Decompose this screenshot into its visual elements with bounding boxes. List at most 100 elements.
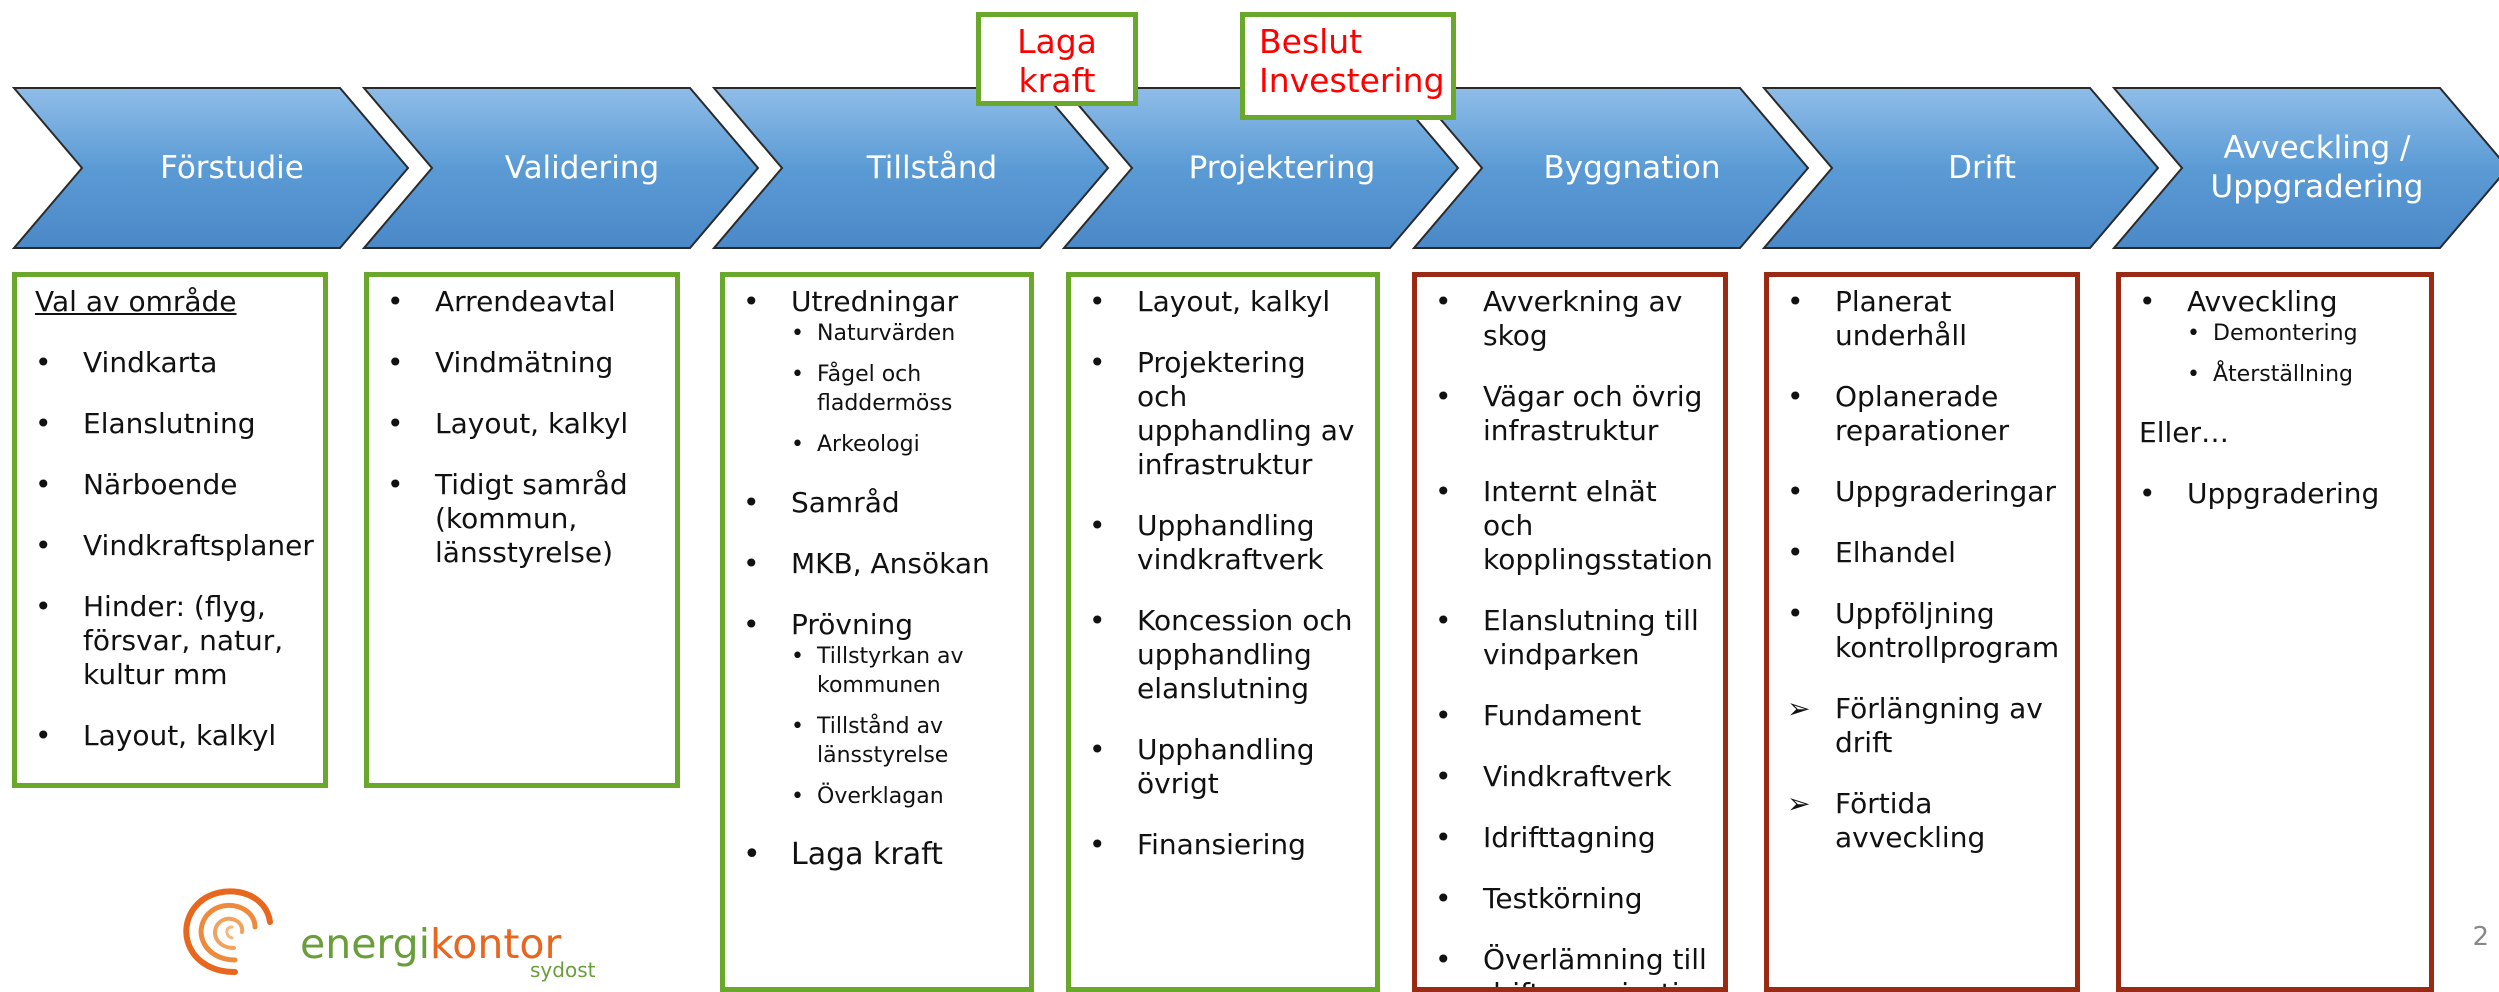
list-item: • Planerat underhåll: [1787, 285, 2061, 353]
list-item: • Oplanerade reparationer: [1787, 380, 2061, 448]
sub-list: Tillstyrkan av kommunen Tillstånd av län…: [791, 642, 1015, 811]
item-text: Avveckling: [2187, 285, 2338, 318]
chevron-validering: [361, 87, 760, 249]
sub-item: Arkeologi: [791, 430, 1015, 459]
list-item: •Projektering och upphandling av infrast…: [1089, 346, 1361, 482]
bullet-icon: •: [387, 285, 404, 318]
bullet-icon: •: [1435, 943, 1452, 976]
item-text: Layout, kalkyl: [435, 407, 629, 440]
energikontor-swirl-logo: [183, 888, 273, 975]
bullet-list: •Avverkning av skog •Vägar och övrig inf…: [1435, 285, 1714, 987]
list-item: •Layout, kalkyl: [387, 407, 661, 441]
bullet-icon: •: [1089, 604, 1106, 637]
list-item: •Elhandel: [1787, 536, 2061, 570]
chevron-drift: [1761, 87, 2160, 249]
bullet-icon: •: [1435, 699, 1452, 732]
bullet-icon: •: [1787, 380, 1804, 413]
list-item: • Vindkraftsplaner: [35, 529, 314, 563]
bullet-icon: •: [2139, 477, 2156, 510]
item-text: Närboende: [83, 468, 238, 501]
box-validering: • Arrendeavtal •Vindmätning •Layout, kalk…: [364, 272, 680, 788]
item-text: Utredningar: [791, 285, 959, 318]
item-text: Oplanerade reparationer: [1835, 380, 2010, 447]
box-tillstand: •Utredningar Naturvärden Fågel och fladd…: [720, 272, 1034, 992]
item-text: Vindkarta: [83, 346, 218, 379]
bullet-icon: •: [2139, 285, 2156, 318]
bullet-list: • Arrendeavtal •Vindmätning •Layout, kalk…: [387, 285, 661, 570]
bullet-icon: •: [743, 547, 760, 580]
item-text: Förlängning av drift: [1835, 692, 2043, 759]
sub-item: Överklagan: [791, 782, 1015, 811]
bullet-icon: •: [743, 285, 760, 318]
item-text: Fundament: [1483, 699, 1642, 732]
item-text: Testkörning: [1483, 882, 1643, 915]
milestone-line: Beslut: [1259, 22, 1363, 61]
list-item: • Idrifttagning: [1435, 821, 1709, 855]
bullet-icon: •: [35, 529, 52, 562]
chevron-byggnation: [1411, 87, 1810, 249]
bullet-icon: •: [1787, 285, 1804, 318]
stage-label-drift: Drift: [1948, 149, 2016, 186]
bullet-icon: •: [35, 468, 52, 501]
list-item: • Avveckling Demontering Återställning: [2139, 285, 2415, 389]
bullet-icon: •: [1089, 828, 1106, 861]
list-item: •Uppgraderingar: [1787, 475, 2061, 509]
sub-item: Demontering: [2187, 319, 2415, 348]
bullet-icon: •: [1089, 733, 1106, 766]
bullet-list: • Vindkarta •Elanslutning • Närboende • Vin…: [35, 346, 314, 753]
bullet-icon: •: [1089, 509, 1106, 542]
item-text: Koncession och upphandling elanslutning: [1137, 604, 1353, 705]
list-item: •Uppföljning kontrollprogram: [1787, 597, 2061, 665]
item-text: Internt elnät och kopplingsstation: [1483, 475, 1713, 576]
stage-label-validering: Validering: [504, 149, 660, 186]
bullet-icon: •: [743, 486, 760, 519]
stage-label-avveckling: Avveckling / Uppgradering: [2210, 130, 2424, 205]
item-text: Uppföljning kontrollprogram: [1835, 597, 2060, 664]
bullet-icon: •: [743, 608, 760, 641]
item-text: Förtida avveckling: [1835, 787, 1986, 854]
list-item: • Upphandling vindkraftverk: [1089, 509, 1361, 577]
list-item: •Upphandling övrigt: [1089, 733, 1361, 801]
list-item: •Vindmätning: [387, 346, 661, 380]
process-chevrons: [11, 87, 2499, 249]
bullet-icon: •: [1435, 285, 1452, 318]
list-item: •Elanslutning till vindparken: [1435, 604, 1709, 672]
item-text: Idrifttagning: [1483, 821, 1656, 854]
list-item: •Laga kraft: [743, 838, 1015, 872]
or-text: Eller…: [2139, 416, 2229, 449]
arrow-bullet-icon: ➢: [1787, 787, 1811, 820]
list-item: • Koncession och upphandling elanslutning: [1089, 604, 1361, 706]
item-text: Samråd: [791, 486, 900, 519]
item-text: Hinder: (flyg, försvar, natur, kultur mm: [83, 590, 284, 691]
box-byggnation: •Avverkning av skog •Vägar och övrig inf…: [1412, 272, 1728, 992]
list-item: •Elanslutning: [35, 407, 309, 441]
milestone-line: Investering: [1259, 60, 1445, 100]
item-text: Elanslutning till vindparken: [1483, 604, 1699, 671]
item-text: Upphandling vindkraftverk: [1137, 509, 1324, 576]
item-text: Laga kraft: [791, 837, 943, 872]
item-text: Prövning: [791, 608, 914, 641]
list-item: •Vägar och övrig infrastruktur: [1435, 380, 1709, 448]
list-item: •Avverkning av skog: [1435, 285, 1709, 353]
list-item: • Uppgradering: [2139, 477, 2415, 511]
box-heading: Val av område: [35, 285, 237, 318]
bullet-icon: •: [35, 719, 52, 752]
item-text: Vindkraftsplaner: [83, 529, 314, 562]
bullet-icon: •: [1435, 821, 1452, 854]
item-text: Uppgraderingar: [1835, 475, 2056, 508]
logo-wordmark: energikontor: [300, 920, 561, 968]
box-forstudie: Val av område • Vindkarta •Elanslutning •…: [12, 272, 328, 788]
item-text: Planerat underhåll: [1835, 285, 1967, 352]
list-item: •Layout, kalkyl: [1089, 285, 1361, 319]
item-text: Layout, kalkyl: [1137, 285, 1331, 318]
item-text: Uppgradering: [2187, 477, 2380, 510]
item-text: Arrendeavtal: [435, 285, 616, 318]
chevron-forstudie: [11, 87, 410, 249]
sub-list: Demontering Återställning: [2187, 319, 2415, 389]
sub-item: Tillstånd av länsstyrelse: [791, 712, 1015, 770]
chevron-shapes: [11, 87, 2499, 249]
list-item: • Samråd: [743, 486, 1015, 520]
item-text: Tidigt samråd (kommun, länsstyrelse): [435, 468, 628, 569]
stage-label-tillstand: Tillstånd: [866, 149, 998, 186]
list-item: ➢Förlängning av drift: [1787, 692, 2061, 760]
